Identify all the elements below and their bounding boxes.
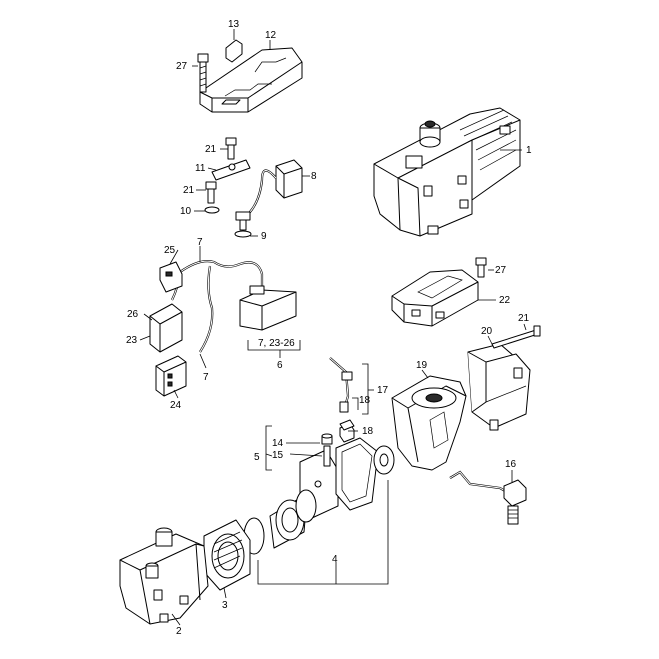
part-27-bolt-top bbox=[197, 53, 209, 93]
callout-19: 19 bbox=[416, 360, 428, 371]
part-7-wiring-harness bbox=[171, 260, 297, 353]
callout-7-bottom: 7 bbox=[203, 372, 209, 383]
callout-13: 13 bbox=[228, 19, 240, 30]
callout-1: 1 bbox=[526, 145, 532, 156]
callout-20: 20 bbox=[481, 326, 493, 337]
callout-21-b: 21 bbox=[183, 185, 195, 196]
callout-4: 4 bbox=[332, 554, 338, 565]
part-15-pin bbox=[323, 445, 331, 467]
callout-7-group: 7, 23-26 bbox=[258, 338, 295, 349]
part-2-housing bbox=[119, 527, 209, 625]
callout-21-c: 21 bbox=[518, 313, 530, 324]
callout-25: 25 bbox=[164, 245, 176, 256]
washer-ring bbox=[373, 445, 395, 475]
part-21-long-bolt bbox=[491, 325, 541, 349]
leader-lines bbox=[139, 29, 527, 626]
part-26-connector bbox=[149, 303, 183, 353]
callout-labels: 13 12 27 1 21 11 8 21 10 9 7 25 27 22 26… bbox=[126, 19, 532, 637]
part-1-heater-assembly bbox=[373, 107, 521, 237]
part-4-combustion-tube bbox=[269, 489, 317, 549]
part-12-cover bbox=[199, 47, 303, 113]
callout-21-a: 21 bbox=[205, 144, 217, 155]
callout-2: 2 bbox=[176, 626, 182, 637]
part-17-fuel-line bbox=[329, 357, 353, 413]
callout-3: 3 bbox=[222, 600, 228, 611]
part-27-bolt-bracket bbox=[475, 257, 487, 278]
callout-15: 15 bbox=[272, 450, 284, 461]
callout-14: 14 bbox=[272, 438, 284, 449]
part-21-bolt-a bbox=[225, 137, 237, 160]
part-16-pipe bbox=[449, 470, 527, 525]
gasket bbox=[335, 437, 379, 511]
callout-7-top: 7 bbox=[197, 237, 203, 248]
callout-9: 9 bbox=[261, 231, 267, 242]
part-8-relay bbox=[243, 159, 303, 219]
callout-27-top: 27 bbox=[176, 61, 188, 72]
callout-23: 23 bbox=[126, 335, 138, 346]
callout-12: 12 bbox=[265, 30, 277, 41]
part-10-washer bbox=[204, 206, 220, 214]
callout-6: 6 bbox=[277, 360, 283, 371]
callout-26: 26 bbox=[127, 309, 139, 320]
callout-8: 8 bbox=[311, 171, 317, 182]
callout-17: 17 bbox=[377, 385, 389, 396]
callout-22: 22 bbox=[499, 295, 511, 306]
part-9-nut bbox=[234, 211, 252, 238]
part-3-heat-exchanger bbox=[203, 519, 251, 591]
part-24-connector bbox=[155, 355, 187, 397]
part-21-bolt-b bbox=[205, 181, 217, 204]
part-14-plug bbox=[321, 433, 333, 445]
part-19-housing bbox=[391, 375, 467, 471]
part-22-bracket bbox=[391, 269, 479, 327]
part-25-connector bbox=[159, 261, 183, 293]
callout-11: 11 bbox=[195, 163, 206, 174]
group-brackets bbox=[247, 340, 389, 585]
callout-16: 16 bbox=[505, 459, 517, 470]
callout-5: 5 bbox=[254, 452, 260, 463]
callout-10: 10 bbox=[180, 206, 192, 217]
part-11-bracket bbox=[211, 159, 251, 181]
part-13-clip bbox=[225, 39, 243, 63]
callout-27-bracket: 27 bbox=[495, 265, 507, 276]
callout-24: 24 bbox=[170, 400, 182, 411]
part-18-small-part bbox=[339, 419, 355, 431]
callout-18-a: 18 bbox=[359, 395, 371, 406]
part-20-cover bbox=[467, 343, 531, 431]
callout-18-b: 18 bbox=[362, 426, 374, 437]
